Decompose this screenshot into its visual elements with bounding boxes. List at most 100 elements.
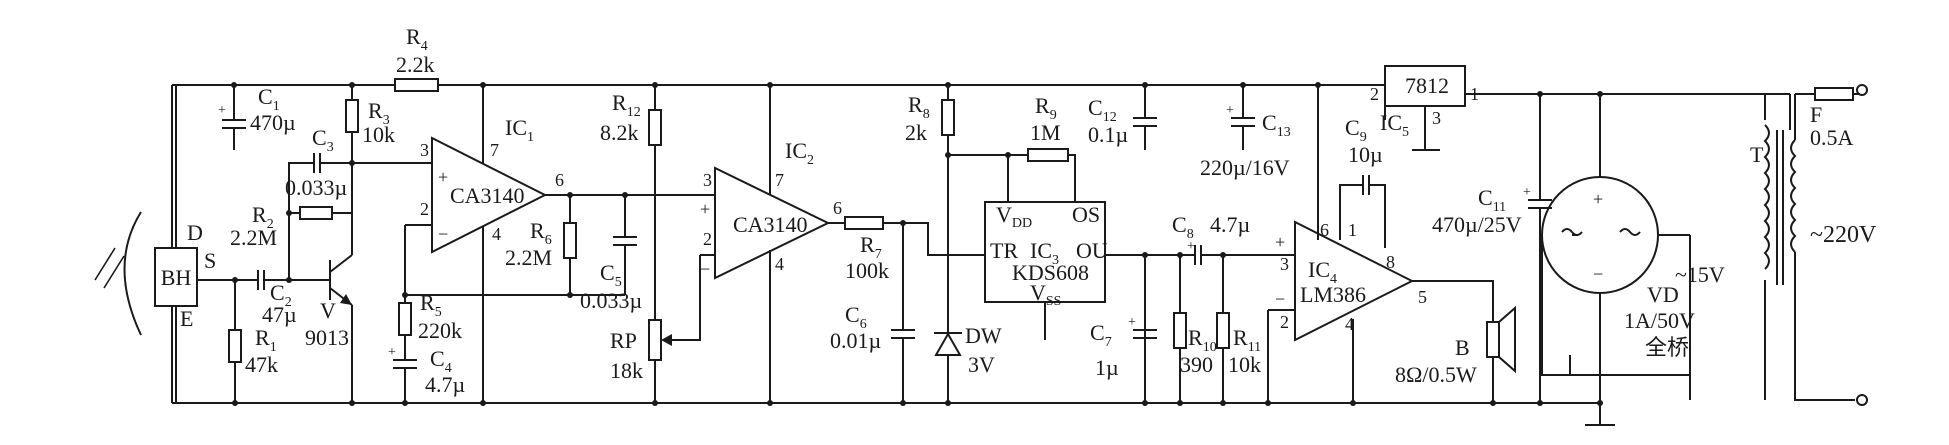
transformer-primary: ~220V <box>1810 222 1877 248</box>
ic2-part: CA3140 <box>733 212 808 237</box>
ic5-part: 7812 <box>1405 73 1449 98</box>
speaker-ref: B <box>1455 335 1470 360</box>
ic4-pin4: 4 <box>1345 314 1354 334</box>
capacitor-c6: C6 0.01µ <box>830 223 915 403</box>
r7-ref: R7 <box>860 232 882 262</box>
r2-ref: R2 <box>252 202 274 232</box>
c3-value: 0.033µ <box>285 175 347 200</box>
junction-dots <box>231 82 1603 406</box>
c12-ref: C12 <box>1088 95 1117 125</box>
ic5-regulator: 7812 2 1 3 IC5 <box>1370 65 1479 151</box>
ic3-ou: OU <box>1076 238 1108 263</box>
speaker-value: 8Ω/0.5W <box>1395 362 1477 387</box>
c11-value: 470µ/25V <box>1432 212 1522 237</box>
ic2-ref: IC2 <box>785 138 814 168</box>
r12-value: 8.2k <box>600 120 639 145</box>
c3-ref: C3 <box>312 125 334 155</box>
ic4-pin8: 8 <box>1386 252 1395 272</box>
ground-symbol <box>1585 403 1615 426</box>
svg-text:−: − <box>438 224 448 244</box>
r5-value: 220k <box>418 318 462 343</box>
transistor-v: V 9013 <box>290 160 353 403</box>
bh-pin-d: D <box>187 220 203 245</box>
resistor-r11: R11 10k <box>1216 255 1261 403</box>
r3-ref: R3 <box>368 98 390 128</box>
c4-ref: C4 <box>430 346 452 376</box>
sensor-bh: BH D S E <box>94 85 258 403</box>
ic1-pin-out: 6 <box>555 170 564 190</box>
c12-value: 0.1µ <box>1088 122 1128 147</box>
zener-dw: DW 3V <box>934 323 1002 377</box>
ic2-pin-gnd: 4 <box>775 254 784 274</box>
svg-text:−: − <box>1275 289 1285 309</box>
resistor-r1: R1 47k <box>228 280 278 403</box>
r7-value: 100k <box>845 258 889 283</box>
ic1-opamp: CA3140 IC1 + − 3 2 6 7 4 <box>405 85 770 403</box>
bridge-value: 1A/50V <box>1624 308 1695 333</box>
bridge-label: 全桥 <box>1645 335 1689 360</box>
ic5-pin1: 1 <box>1470 84 1479 104</box>
ic3-vdd: VDD <box>996 202 1032 231</box>
svg-text:+: + <box>1187 239 1195 254</box>
c5-ref: C5 <box>600 260 622 290</box>
bridge-minus: − <box>1593 264 1603 284</box>
svg-text:+: + <box>438 167 448 187</box>
svg-text:+: + <box>1523 185 1531 200</box>
ic2-opamp: CA3140 IC2 + − 3 2 6 7 4 <box>700 85 845 403</box>
capacitor-c2: C2 47µ <box>257 270 297 327</box>
capacitor-c11: + C11 470µ/25V <box>1432 94 1552 403</box>
capacitor-c1: + C1 470µ <box>218 84 296 150</box>
rp-ref: RP <box>610 328 637 353</box>
ic5-ref: IC5 <box>1380 110 1409 140</box>
capacitor-c5: C5 0.033µ <box>580 195 642 313</box>
capacitor-c13: + C13 220µ/16V <box>1200 85 1291 180</box>
r1-value: 47k <box>245 352 278 377</box>
c7-ref: C7 <box>1090 320 1112 350</box>
rp-value: 18k <box>610 358 643 383</box>
bh-pin-s: S <box>204 248 216 273</box>
resistor-r6: R6 2.2M <box>404 195 625 296</box>
c6-value: 0.01µ <box>830 328 881 353</box>
r4-value: 2.2k <box>396 52 435 77</box>
ic4-part: LM386 <box>1300 282 1366 307</box>
capacitor-c4: + C4 4.7µ <box>388 345 465 403</box>
resistor-r3: R3 10k <box>345 85 395 160</box>
c9-value: 10µ <box>1348 142 1383 167</box>
svg-text:−: − <box>700 259 710 279</box>
ic3-vss: VSS <box>1030 280 1061 309</box>
ic3-tr: TR <box>990 238 1018 263</box>
ic4-pin2: 2 <box>1280 312 1289 332</box>
bridge-plus: + <box>1593 189 1603 209</box>
c1-ref: C1 <box>258 84 280 114</box>
resistor-r7: R7 100k <box>844 216 985 283</box>
ic1-pin-minus: 2 <box>420 199 429 219</box>
c11-ref: C11 <box>1478 185 1506 215</box>
resistor-r2: R2 2.2M <box>230 202 352 280</box>
svg-text:+: + <box>700 199 710 219</box>
ic2-pin-minus: 2 <box>703 229 712 249</box>
r2-value: 2.2M <box>230 225 277 250</box>
bh-pin-e: E <box>180 306 193 331</box>
bh-label: BH <box>161 265 192 290</box>
r9-value: 1M <box>1030 120 1061 145</box>
ic1-pin-vcc: 7 <box>490 140 499 160</box>
r1-ref: R1 <box>255 325 277 355</box>
svg-text:+: + <box>1226 103 1234 118</box>
ic4-amplifier: IC4 LM386 + − 3 2 6 1 8 5 4 <box>1267 85 1494 403</box>
c7-value: 1µ <box>1095 355 1119 380</box>
c6-ref: C6 <box>845 302 867 332</box>
ic1-ref: IC1 <box>505 115 534 145</box>
r5-ref: R5 <box>420 290 442 320</box>
ic3-os: OS <box>1072 202 1100 227</box>
r11-ref: R11 <box>1233 325 1261 355</box>
ic3-chip: VDD OS TR IC3 OU KDS608 VSS <box>984 201 1146 403</box>
transformer-secondary: ~15V <box>1675 262 1725 287</box>
c1-value: 470µ <box>250 110 296 135</box>
r8-value: 2k <box>905 120 927 145</box>
ic1-part: CA3140 <box>450 183 525 208</box>
svg-text:+: + <box>1128 315 1136 330</box>
fuse-value: 0.5A <box>1810 125 1854 150</box>
ic1-pin-plus: 3 <box>420 140 429 160</box>
ic1-pin-gnd: 4 <box>492 224 501 244</box>
capacitor-c7: + C7 1µ <box>1090 255 1157 403</box>
